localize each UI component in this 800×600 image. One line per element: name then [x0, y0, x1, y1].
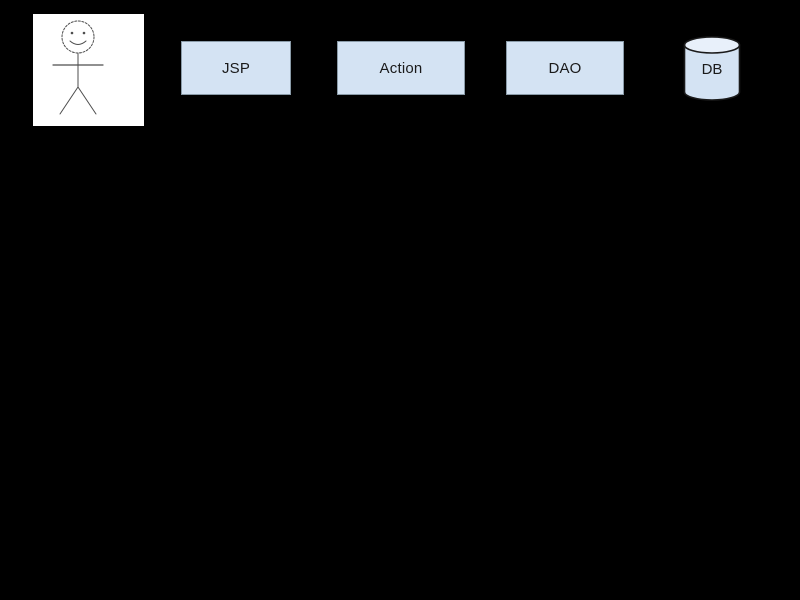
- node-action-label: Action: [379, 59, 423, 77]
- node-dao[interactable]: DAO: [506, 41, 624, 95]
- node-db[interactable]: [682, 34, 742, 104]
- node-action[interactable]: Action: [337, 41, 465, 95]
- node-jsp[interactable]: JSP: [181, 41, 291, 95]
- node-jsp-label: JSP: [221, 59, 251, 77]
- database-cylinder-icon: [683, 36, 741, 101]
- user-actor[interactable]: [33, 14, 144, 126]
- node-dao-label: DAO: [548, 59, 582, 77]
- stick-figure-smiley-icon: [52, 20, 104, 115]
